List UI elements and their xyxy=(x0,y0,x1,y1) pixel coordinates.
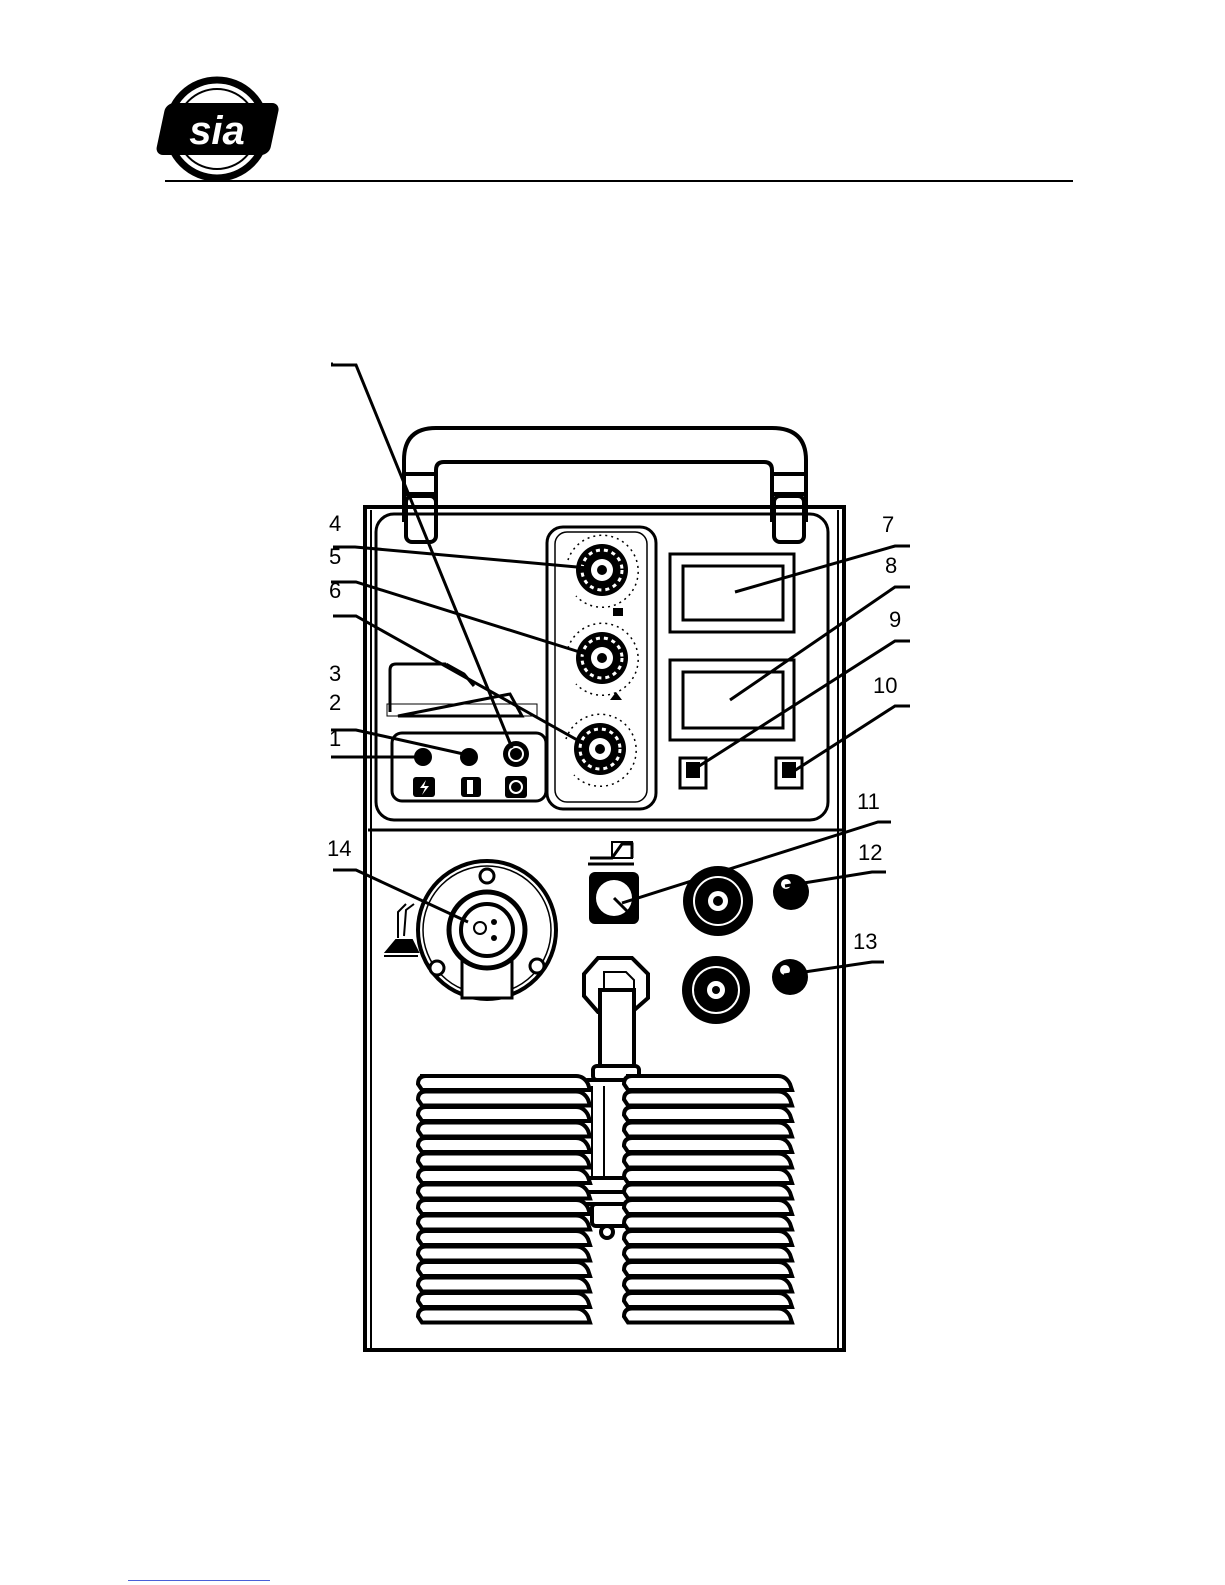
callout-11: 11 xyxy=(857,789,880,814)
torch-icon xyxy=(384,904,418,956)
footer-rule xyxy=(128,1580,270,1581)
callout-9: 9 xyxy=(889,607,901,632)
indicator-2 xyxy=(460,748,478,766)
vent-slat xyxy=(418,1278,590,1292)
callout-14: 14 xyxy=(327,836,351,861)
display-7 xyxy=(670,554,794,632)
wire-speed-icon xyxy=(613,608,623,616)
callout-6: 6 xyxy=(329,578,341,603)
vent-slat xyxy=(624,1076,792,1090)
vent-slat xyxy=(624,1092,792,1106)
vent-slat xyxy=(624,1138,792,1152)
potentiometer-panel xyxy=(547,527,656,809)
vent-slat xyxy=(418,1123,590,1137)
vent-slat xyxy=(418,1309,590,1323)
vent-slat xyxy=(624,1123,792,1137)
gas-icon xyxy=(505,776,527,798)
vent-slat xyxy=(418,1231,590,1245)
vent-slat xyxy=(418,1185,590,1199)
vent-slat xyxy=(418,1200,590,1214)
callout-4: 4 xyxy=(329,511,341,536)
logo-text: sia xyxy=(189,109,245,153)
vent-slat xyxy=(418,1293,590,1307)
knob-4[interactable] xyxy=(568,535,638,607)
vent-grille-left xyxy=(418,1076,590,1323)
inductance-icon xyxy=(610,692,622,700)
vent-slat xyxy=(418,1092,590,1106)
vent-slat xyxy=(624,1200,792,1214)
sia-logo: sia xyxy=(155,80,280,178)
callout-3: 3 xyxy=(329,661,341,686)
vent-slat xyxy=(418,1247,590,1261)
vent-slat xyxy=(624,1185,792,1199)
terminal-13[interactable] xyxy=(682,956,808,1024)
vent-slat xyxy=(624,1278,792,1292)
euro-torch-connector[interactable] xyxy=(418,861,556,999)
callout-13: 13 xyxy=(853,929,877,954)
vent-slat xyxy=(418,1169,590,1183)
vent-slat xyxy=(418,1216,590,1230)
carry-handle xyxy=(404,428,806,542)
knob-6[interactable] xyxy=(566,714,636,786)
vent-slat xyxy=(624,1293,792,1307)
vent-slat xyxy=(418,1076,590,1090)
vent-slat xyxy=(624,1107,792,1121)
callout-5: 5 xyxy=(329,544,341,569)
vent-slat xyxy=(624,1154,792,1168)
callout-8: 8 xyxy=(885,553,897,578)
vent-slat xyxy=(624,1169,792,1183)
vent-slat xyxy=(624,1262,792,1276)
vent-slat xyxy=(418,1154,590,1168)
switch-10[interactable] xyxy=(776,758,802,788)
polarity-selector[interactable] xyxy=(588,842,639,924)
callout-2: 2 xyxy=(329,690,341,715)
callout-7: 7 xyxy=(882,512,894,537)
vent-grille-right xyxy=(624,1076,792,1323)
mode-symbol xyxy=(387,664,537,716)
callout-1: 1 xyxy=(329,726,341,751)
vent-slat xyxy=(624,1231,792,1245)
vent-slat xyxy=(624,1309,792,1323)
knob-5[interactable] xyxy=(568,623,638,695)
callout-10: 10 xyxy=(873,673,897,698)
vent-slat xyxy=(624,1247,792,1261)
button-3[interactable] xyxy=(503,741,529,767)
vent-slat xyxy=(418,1107,590,1121)
vent-slat xyxy=(418,1262,590,1276)
vent-slat xyxy=(624,1216,792,1230)
callout-12: 12 xyxy=(858,840,882,865)
vent-slat xyxy=(418,1138,590,1152)
